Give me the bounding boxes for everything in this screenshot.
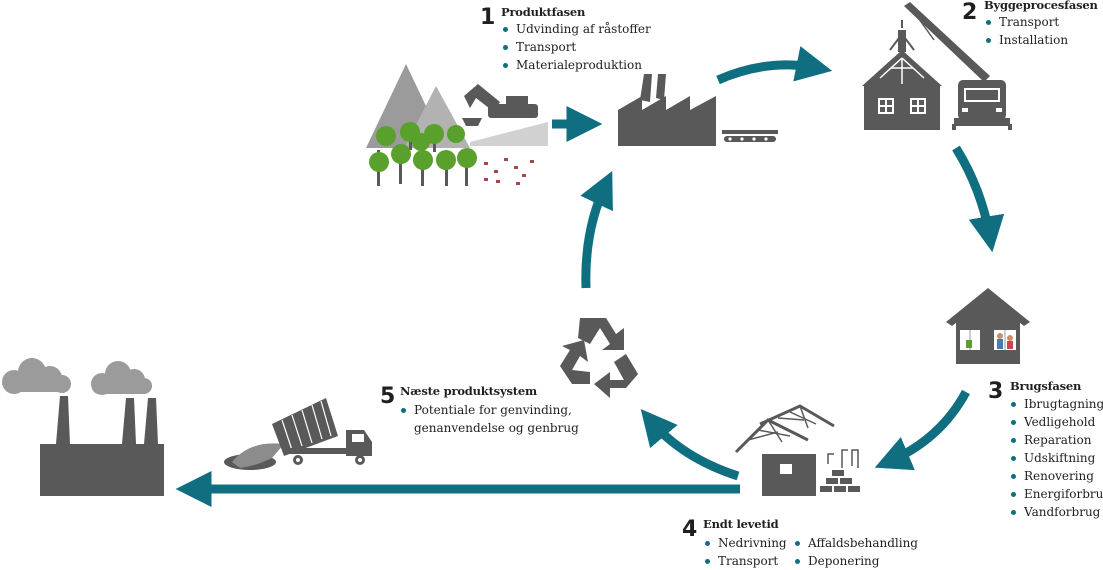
phase-4-list-right: Affaldsbehandling Deponering: [793, 534, 918, 570]
phase-5-title: Næste produktsystem: [400, 384, 537, 398]
phase-3-title: Brugsfasen: [1010, 379, 1082, 393]
phase-1-number: 1: [480, 5, 496, 30]
demolition-rubble-icon: [734, 404, 860, 496]
phase-2-title: Byggeprocesfasen: [984, 0, 1098, 12]
house-residents-icon: [946, 288, 1030, 364]
list-item: Vandforbrug: [1009, 503, 1103, 521]
list-item: Transport: [703, 552, 787, 570]
phase-1-list: Udvinding af råstoffer Transport Materia…: [501, 20, 651, 74]
list-item: Deponering: [793, 552, 918, 570]
phase-1-title: Produktfasen: [501, 5, 586, 19]
arrow-5-to-1: [580, 171, 613, 289]
list-item: Affaldsbehandling: [793, 534, 918, 552]
mountain-forest-excavator-icon: [366, 64, 548, 186]
list-item: Ibrugtagning: [1009, 395, 1103, 413]
factory-conveyor-icon: [618, 74, 778, 146]
phase-4-list-left: Nedrivning Transport: [703, 534, 787, 570]
list-item: Installation: [984, 31, 1068, 49]
phase-5-list: Potentiale for genvinding,: [399, 401, 572, 419]
house-crane-truck-icon: [862, 2, 1012, 130]
arrow-1-to-2: [716, 46, 833, 85]
list-item: Potentiale for genvinding,: [399, 401, 572, 419]
dump-truck-icon: [224, 398, 372, 470]
list-item: Udskiftning: [1009, 449, 1103, 467]
phase-2-number: 2: [962, 0, 978, 25]
list-item: Energiforbrug: [1009, 485, 1103, 503]
list-item: Transport: [501, 38, 651, 56]
list-item: Udvinding af råstoffer: [501, 20, 651, 38]
list-item: Vedligehold: [1009, 413, 1103, 431]
list-item: Nedrivning: [703, 534, 787, 552]
phase-5-item-continuation: genanvendelse og genbrug: [414, 421, 579, 435]
factory-smoke-icon: [2, 358, 164, 496]
phase-3-number: 3: [988, 379, 1004, 404]
list-item: Materialeproduktion: [501, 56, 651, 74]
list-item: Reparation: [1009, 431, 1103, 449]
list-item: Transport: [984, 13, 1068, 31]
phase-4-title: Endt levetid: [703, 517, 779, 531]
arrow-4-to-5: [640, 408, 740, 481]
recycle-icon: [560, 318, 638, 398]
phase-5-number: 5: [380, 384, 396, 409]
arrow-3-to-4: [874, 389, 970, 471]
phase-3-list: Ibrugtagning Vedligehold Reparation Udsk…: [1009, 395, 1103, 521]
cycle-arrows: [175, 46, 1005, 507]
phase-2-list: Transport Installation: [984, 13, 1068, 49]
arrow-2-to-3: [952, 145, 1005, 253]
phase-4-number: 4: [682, 517, 698, 542]
list-item: Renovering: [1009, 467, 1103, 485]
